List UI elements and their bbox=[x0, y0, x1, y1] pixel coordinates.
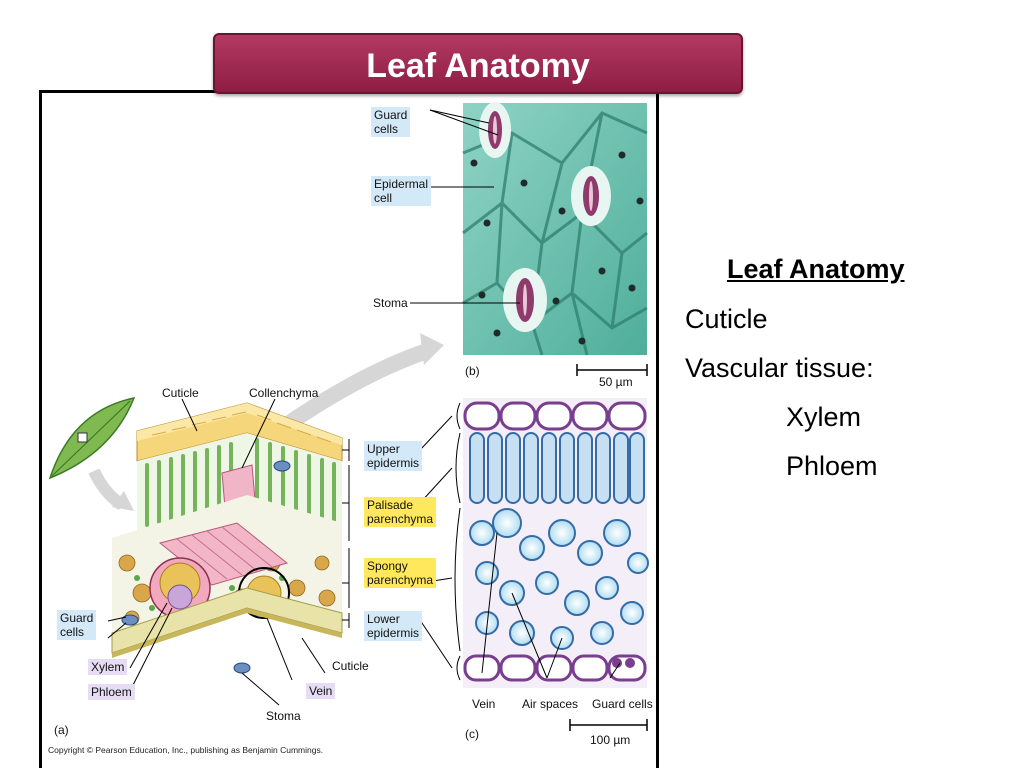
label-vein-c: Vein bbox=[472, 697, 496, 711]
label-stoma-a: Stoma bbox=[266, 709, 301, 723]
label-guard-cells-c: Guard cells bbox=[592, 697, 653, 711]
figure-frame: Guard cells Epidermal cell Stoma (b) 50 … bbox=[39, 90, 659, 768]
page-title: Leaf Anatomy bbox=[366, 47, 590, 85]
stoma-b2 bbox=[571, 166, 611, 226]
copyright-text: Copyright © Pearson Education, Inc., pub… bbox=[48, 745, 324, 755]
title-banner: Leaf Anatomy bbox=[213, 33, 743, 94]
leaf-block-diagram bbox=[111, 402, 343, 674]
label-upper-epidermis: Upper epidermis bbox=[364, 441, 423, 471]
leaf-icon bbox=[48, 396, 136, 480]
panel-b-label: (b) bbox=[465, 364, 480, 378]
label-vein-a: Vein bbox=[306, 683, 336, 699]
side-line-vascular: Vascular tissue: bbox=[685, 353, 874, 383]
side-line-cuticle: Cuticle bbox=[685, 304, 768, 334]
scale-c: 100 µm bbox=[590, 733, 631, 747]
label-lower-epidermis: Lower epidermis bbox=[364, 611, 423, 641]
micrograph-b bbox=[410, 102, 648, 376]
side-heading: Leaf Anatomy bbox=[727, 254, 905, 284]
stoma-b1 bbox=[479, 102, 511, 158]
leaf-figure-art bbox=[48, 102, 649, 731]
label-spongy-parenchyma: Spongy parenchyma bbox=[364, 558, 437, 588]
label-epidermal-cell: Epidermal cell bbox=[371, 176, 432, 206]
label-palisade-parenchyma: Palisade parenchyma bbox=[364, 497, 437, 527]
label-phloem: Phloem bbox=[88, 684, 135, 700]
label-collenchyma: Collenchyma bbox=[249, 386, 319, 400]
panel-c-label: (c) bbox=[465, 727, 479, 741]
label-guard-cells-a: Guard cells bbox=[57, 610, 97, 640]
label-guard-cells-b: Guard cells bbox=[371, 107, 411, 137]
micrograph-c bbox=[419, 398, 649, 731]
stoma-b3 bbox=[503, 268, 547, 332]
label-stoma-b: Stoma bbox=[373, 296, 408, 310]
panel-a-label: (a) bbox=[54, 723, 69, 737]
label-xylem: Xylem bbox=[88, 659, 128, 675]
scale-b: 50 µm bbox=[599, 375, 633, 389]
label-cuticle-bottom: Cuticle bbox=[332, 659, 369, 673]
side-line-xylem: Xylem bbox=[786, 402, 862, 432]
side-line-phloem: Phloem bbox=[786, 451, 878, 481]
label-cuticle-top: Cuticle bbox=[162, 386, 199, 400]
label-air-spaces: Air spaces bbox=[522, 697, 579, 711]
